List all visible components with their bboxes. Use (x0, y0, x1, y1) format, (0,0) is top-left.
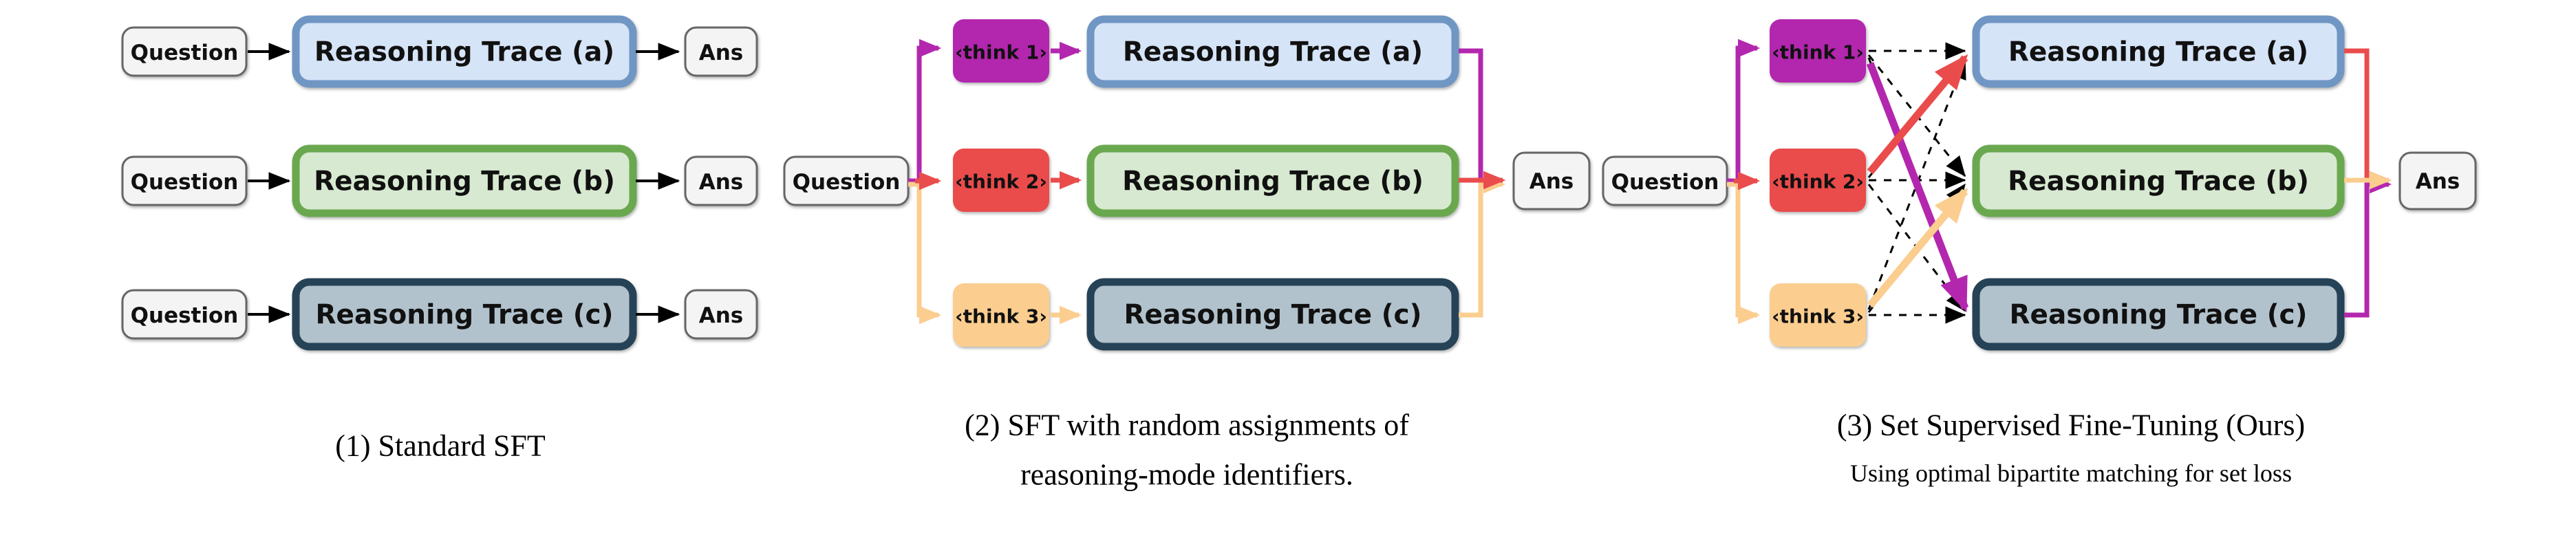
ans-label: Ans (1530, 169, 1574, 194)
panel-2: Question ‹think 1› ‹think 2› ‹think 3› (783, 15, 1591, 492)
think2-box[interactable] (1770, 149, 1866, 212)
match-think1-to-trace-c (1866, 62, 1969, 313)
trace-b-label: Reasoning Trace (b) (1122, 166, 1424, 197)
match-think3-to-trace-b (1867, 187, 1968, 308)
trace-c-label: Reasoning Trace (c) (2010, 300, 2308, 331)
think1-label: ‹think 1› (955, 41, 1047, 64)
think3-label: ‹think 3› (1772, 305, 1864, 328)
ans-label: Ans (2416, 169, 2460, 194)
trace-c-box[interactable] (292, 278, 637, 351)
question-box[interactable] (121, 289, 248, 340)
think3-label: ‹think 3› (955, 305, 1047, 328)
ans-label-b: Ans (699, 170, 744, 195)
panel1-row-c: Question Reasoning Trace (c) Ans (121, 278, 758, 351)
trace-b-box[interactable] (1086, 144, 1459, 217)
bus-question-to-think1 (1727, 39, 1761, 184)
question-label: Question (793, 170, 901, 195)
panel-3: Question ‹think 1› ‹think 2› ‹think 3› (1602, 15, 2477, 487)
trace-c-box[interactable] (1972, 278, 2345, 351)
trace-b-label: Reasoning Trace (b) (314, 166, 615, 197)
ans-box-c[interactable] (684, 289, 758, 340)
trace-a-box[interactable] (1086, 15, 1459, 88)
panel-3-caption-line-1: (3) Set Supervised Fine-Tuning (Ours) (1837, 409, 2305, 442)
trace-b-box[interactable] (292, 144, 637, 217)
think3-box[interactable] (953, 283, 1049, 347)
collector-trace-c-to-ans (2344, 175, 2392, 318)
bus-question-to-think3 (1727, 182, 1761, 325)
question-box[interactable] (121, 155, 248, 206)
trace-a-box[interactable] (292, 15, 637, 88)
ans-box[interactable] (2398, 151, 2477, 210)
panel-2-caption-line-2: reasoning-mode identifiers. (1020, 458, 1353, 492)
collector-trace-c-to-ans (1459, 175, 1506, 318)
think1-box[interactable] (953, 19, 1049, 83)
ans-box-b[interactable] (684, 155, 758, 206)
panel-1-caption: (1) Standard SFT (335, 429, 546, 463)
trace-a-box[interactable] (1972, 15, 2345, 88)
collector-trace-a-to-ans (1459, 48, 1506, 190)
question-label: Question (131, 41, 239, 65)
question-label: Question (1611, 170, 1719, 195)
panel1-row-a: Question Reasoning Trace (a) Ans (121, 15, 758, 88)
think3-box[interactable] (1770, 283, 1866, 347)
think2-label: ‹think 2› (955, 171, 1047, 193)
trace-a-label: Reasoning Trace (a) (314, 37, 614, 68)
question-label: Question (131, 303, 239, 328)
question-label: Question (131, 170, 239, 195)
trace-c-label: Reasoning Trace (c) (1124, 300, 1422, 331)
trace-b-label: Reasoning Trace (b) (2008, 166, 2309, 197)
think2-box[interactable] (953, 149, 1049, 212)
ans-label-c: Ans (699, 303, 744, 328)
trace-a-label: Reasoning Trace (a) (1123, 37, 1423, 68)
trace-a-label: Reasoning Trace (a) (2008, 37, 2308, 68)
think2-label: ‹think 2› (1772, 171, 1864, 193)
trace-c-box[interactable] (1086, 278, 1459, 351)
ans-label-a: Ans (699, 41, 744, 65)
trace-c-label: Reasoning Trace (c) (316, 300, 614, 331)
trace-b-box[interactable] (1972, 144, 2345, 217)
panel-1: Question Reasoning Trace (a) Ans Questio… (121, 15, 758, 463)
bus-question-to-think1 (908, 39, 942, 184)
match-think2-to-trace-a (1867, 54, 1968, 175)
panel1-row-b: Question Reasoning Trace (b) Ans (121, 144, 758, 217)
ans-box-a[interactable] (684, 26, 758, 77)
ans-box[interactable] (1512, 151, 1591, 210)
think1-label: ‹think 1› (1772, 41, 1864, 64)
collector-trace-a-to-ans (2344, 48, 2392, 190)
bus-question-to-think3 (908, 182, 942, 325)
question-box[interactable] (121, 26, 248, 77)
panel-2-caption-line-1: (2) SFT with random assignments of (965, 409, 1409, 442)
panel-3-caption-line-2: Using optimal bipartite matching for set… (1850, 459, 2292, 487)
think1-box[interactable] (1770, 19, 1866, 83)
